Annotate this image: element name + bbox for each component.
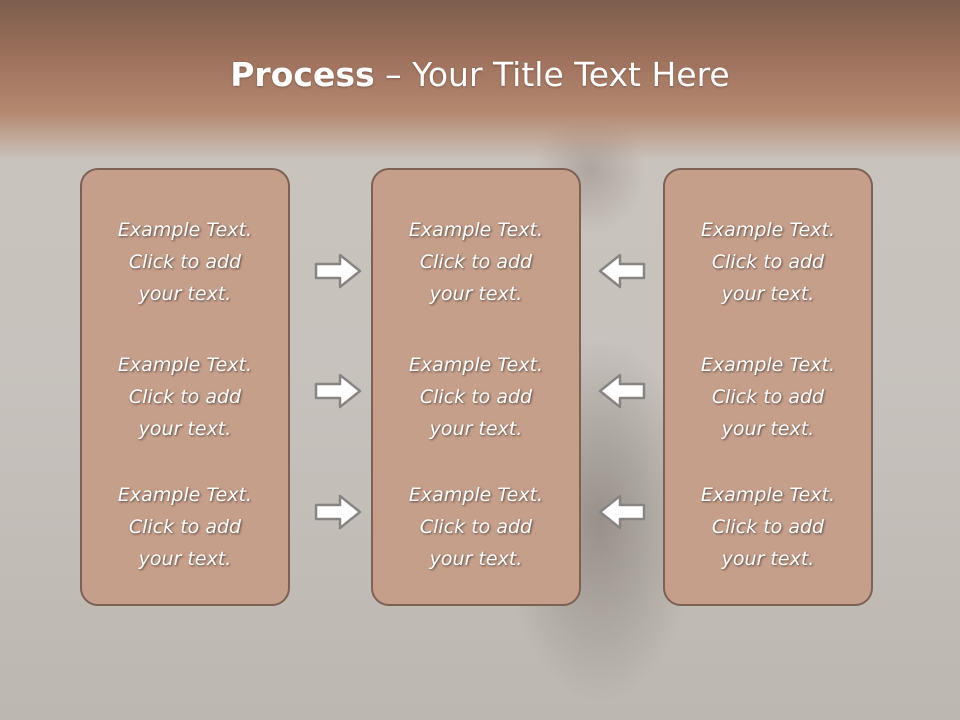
text-placeholder[interactable]: Example Text. Click to add your text.: [373, 349, 579, 445]
text-placeholder[interactable]: Example Text. Click to add your text.: [665, 349, 871, 445]
right-arrow-icon[interactable]: [314, 373, 362, 409]
left-process-box[interactable]: Example Text. Click to add your text. Ex…: [80, 168, 290, 606]
text-line: Example Text.: [117, 219, 253, 241]
text-line: Click to add: [419, 386, 533, 408]
text-line: Example Text.: [700, 354, 836, 376]
text-line: your text.: [138, 283, 232, 305]
left-arrow-icon[interactable]: [598, 373, 646, 409]
text-line: Example Text.: [700, 219, 836, 241]
title-rest: – Your Title Text Here: [374, 55, 730, 94]
text-line: your text.: [138, 548, 232, 570]
text-line: Example Text.: [117, 354, 253, 376]
text-line: Click to add: [711, 516, 825, 538]
text-line: Click to add: [128, 386, 242, 408]
text-placeholder[interactable]: Example Text. Click to add your text.: [82, 349, 288, 445]
text-placeholder[interactable]: Example Text. Click to add your text.: [665, 479, 871, 575]
center-process-box[interactable]: Example Text. Click to add your text. Ex…: [371, 168, 581, 606]
text-placeholder[interactable]: Example Text. Click to add your text.: [373, 479, 579, 575]
text-placeholder[interactable]: Example Text. Click to add your text.: [373, 214, 579, 310]
text-line: your text.: [138, 418, 232, 440]
text-line: Click to add: [419, 516, 533, 538]
text-line: Click to add: [128, 251, 242, 273]
text-line: Example Text.: [408, 354, 544, 376]
text-line: your text.: [429, 548, 523, 570]
title-bar: [0, 0, 960, 160]
left-arrow-icon[interactable]: [598, 253, 646, 289]
text-placeholder[interactable]: Example Text. Click to add your text.: [82, 214, 288, 310]
right-arrow-icon[interactable]: [314, 494, 362, 530]
text-line: your text.: [429, 283, 523, 305]
text-line: Example Text.: [700, 484, 836, 506]
text-line: Click to add: [711, 386, 825, 408]
text-placeholder[interactable]: Example Text. Click to add your text.: [665, 214, 871, 310]
slide-title[interactable]: Process – Your Title Text Here: [0, 52, 960, 98]
title-bold: Process: [230, 55, 375, 94]
text-line: Click to add: [128, 516, 242, 538]
text-line: your text.: [721, 548, 815, 570]
right-process-box[interactable]: Example Text. Click to add your text. Ex…: [663, 168, 873, 606]
text-line: Click to add: [711, 251, 825, 273]
text-line: Click to add: [419, 251, 533, 273]
left-arrow-icon[interactable]: [598, 494, 646, 530]
text-line: Example Text.: [408, 219, 544, 241]
text-line: Example Text.: [117, 484, 253, 506]
text-line: Example Text.: [408, 484, 544, 506]
text-line: your text.: [721, 283, 815, 305]
text-line: your text.: [429, 418, 523, 440]
right-arrow-icon[interactable]: [314, 253, 362, 289]
text-placeholder[interactable]: Example Text. Click to add your text.: [82, 479, 288, 575]
text-line: your text.: [721, 418, 815, 440]
